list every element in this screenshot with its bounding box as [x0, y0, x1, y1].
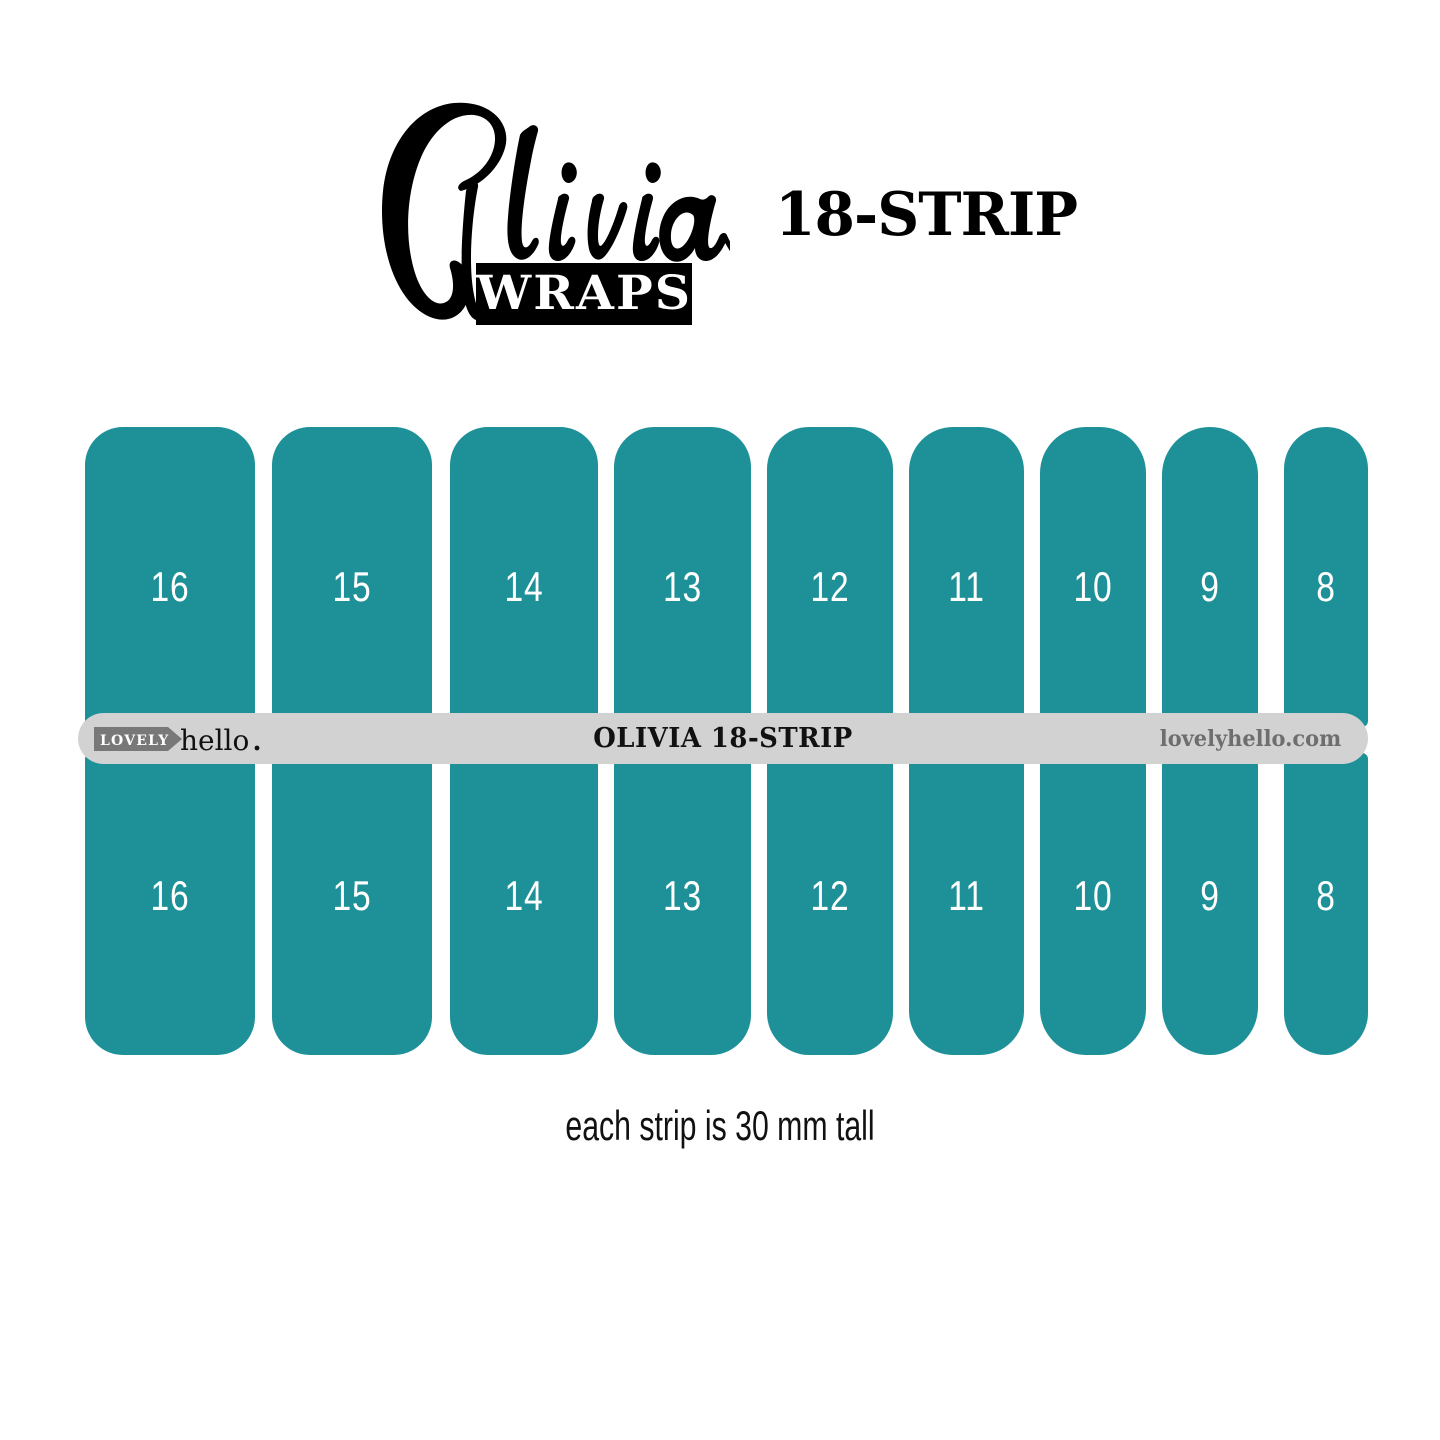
nail-strip-bottom-15: 15	[272, 753, 432, 1055]
nail-strip-bottom-9: 9	[1162, 753, 1258, 1055]
nail-strip-bottom-10: 10	[1040, 753, 1146, 1055]
nail-strip-top-11: 11	[909, 427, 1024, 727]
nail-strip-top-9: 9	[1162, 427, 1258, 727]
lovelyhello-logo: LOVELY hello	[94, 724, 262, 754]
strip-size-label: 8	[1316, 563, 1336, 610]
nail-strip-top-8: 8	[1284, 427, 1368, 727]
product-type-title: 18-STRIP	[775, 180, 1078, 250]
header: WRAPS 18-STRIP	[0, 0, 1440, 380]
strip-size-label: 11	[948, 872, 985, 919]
strip-size-label: 8	[1316, 872, 1336, 919]
nail-strip-top-14: 14	[450, 427, 598, 727]
nail-strip-top-16: 16	[85, 427, 255, 727]
nail-strip-top-15: 15	[272, 427, 432, 727]
strip-size-label: 11	[948, 563, 985, 610]
nail-strip-bottom-13: 13	[614, 753, 751, 1055]
strip-size-label: 16	[150, 563, 190, 610]
strip-size-label: 10	[1073, 872, 1113, 919]
strip-size-label: 10	[1073, 563, 1113, 610]
strip-size-label: 16	[150, 872, 190, 919]
center-label-bar: LOVELY hello OLIVIA 18-STRIP lovelyhello…	[78, 713, 1368, 764]
nail-strip-top-12: 12	[767, 427, 893, 727]
strip-size-label: 15	[332, 872, 372, 919]
olivia-wraps-logo: WRAPS	[370, 95, 730, 330]
nail-strip-bottom-12: 12	[767, 753, 893, 1055]
nail-strip-top-10: 10	[1040, 427, 1146, 727]
strip-size-label: 13	[663, 872, 702, 919]
svg-text:LOVELY: LOVELY	[100, 733, 169, 749]
nail-strip-top-13: 13	[614, 427, 751, 727]
nail-strip-bottom-14: 14	[450, 753, 598, 1055]
center-label-text: OLIVIA 18-STRIP	[593, 723, 853, 754]
site-url-text: lovelyhello.com	[1159, 725, 1342, 752]
svg-text:WRAPS: WRAPS	[475, 266, 692, 321]
strip-size-label: 14	[504, 563, 544, 610]
nail-strip-bottom-16: 16	[85, 753, 255, 1055]
strip-size-label: 9	[1200, 563, 1220, 610]
nail-strip-bottom-8: 8	[1284, 753, 1368, 1055]
nail-strip-bottom-11: 11	[909, 753, 1024, 1055]
strip-size-label: 12	[810, 563, 850, 610]
strip-size-label: 12	[810, 872, 850, 919]
strip-size-label: 14	[504, 872, 544, 919]
strip-size-label: 13	[663, 563, 702, 610]
footnote-text: each strip is 30 mm tall	[565, 1102, 875, 1149]
strip-size-label: 9	[1200, 872, 1220, 919]
strip-size-label: 15	[332, 563, 372, 610]
svg-text:hello: hello	[180, 724, 249, 754]
